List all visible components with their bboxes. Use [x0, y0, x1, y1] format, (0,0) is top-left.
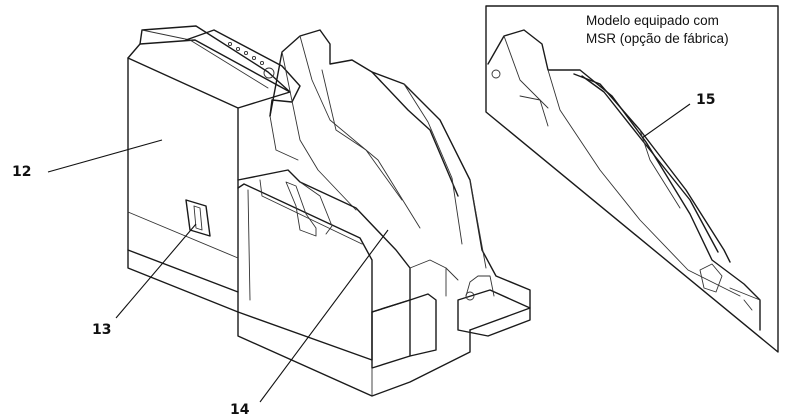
leader-15 [641, 103, 691, 139]
msr-inset [485, 5, 779, 353]
callout-14: 14 [230, 402, 250, 418]
inset-caption-line1: Modelo equipado com [586, 13, 719, 28]
leader-12 [47, 139, 163, 173]
leader-lines [47, 139, 389, 403]
callout-13: 13 [92, 322, 111, 338]
callout-15: 15 [696, 92, 715, 108]
leader-13 [115, 223, 197, 319]
inset-frame [485, 5, 779, 353]
check-scanner-main [127, 25, 531, 397]
leader-14 [259, 229, 389, 403]
callout-12: 12 [12, 164, 31, 180]
inset-caption-line2: MSR (opção de fábrica) [586, 31, 729, 46]
